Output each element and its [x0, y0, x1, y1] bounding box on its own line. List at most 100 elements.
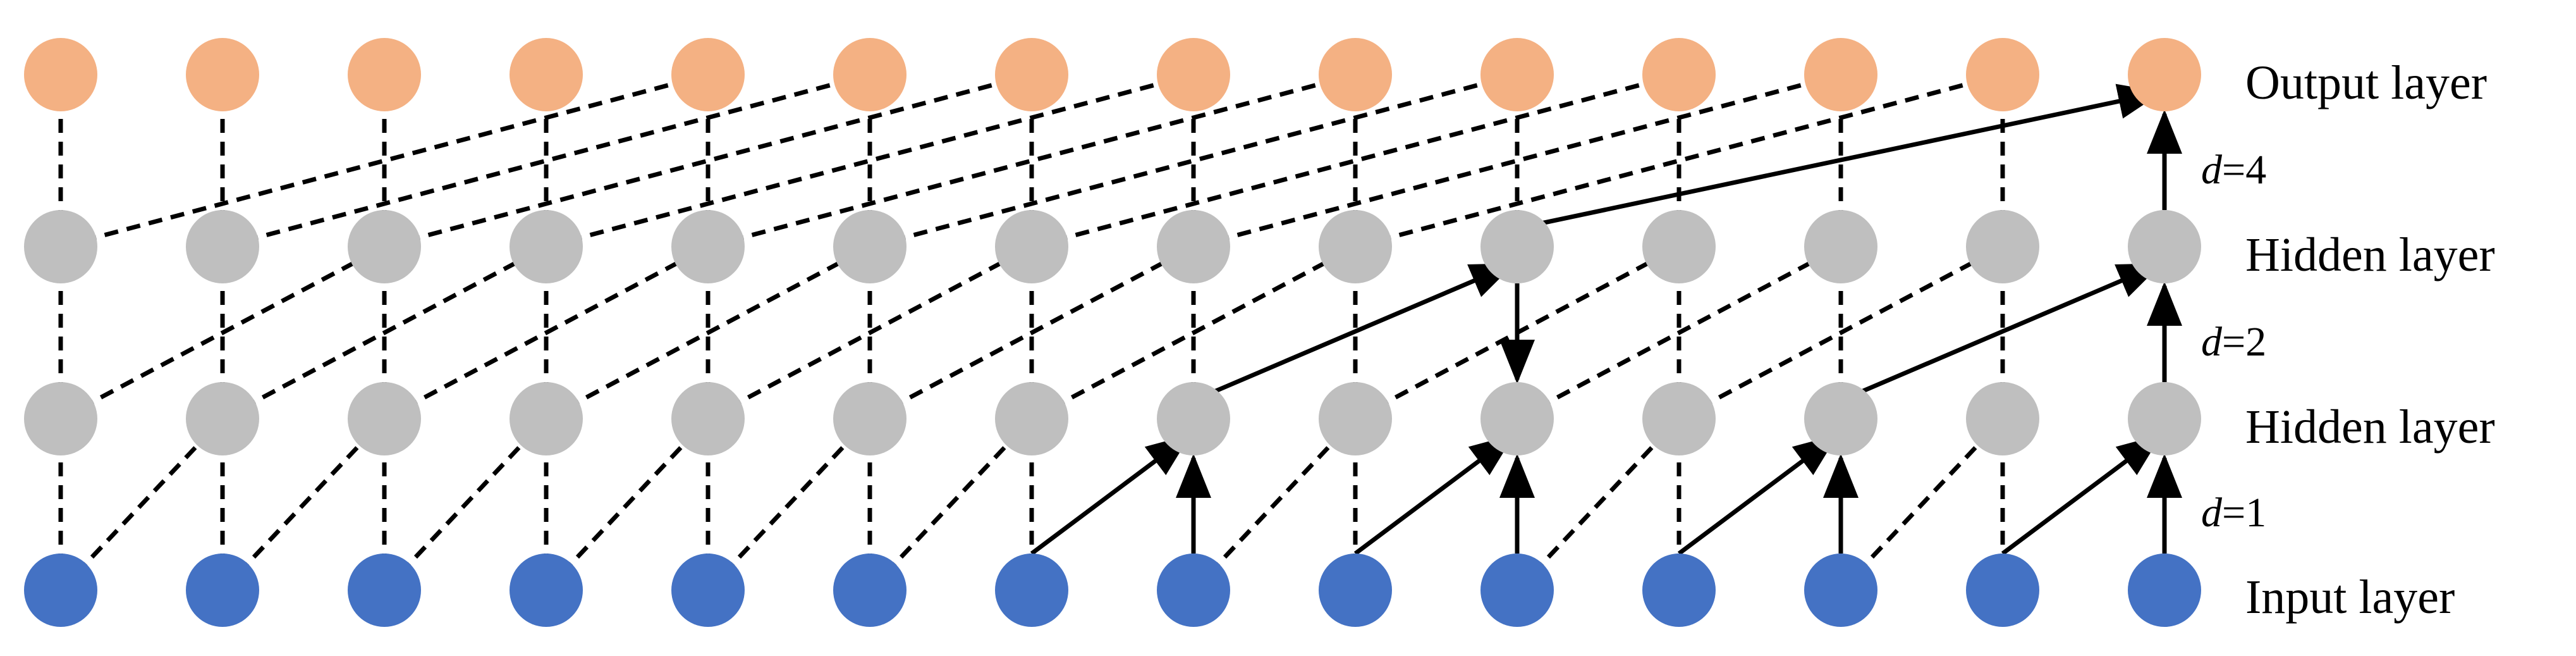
- output-node: [1480, 38, 1554, 111]
- hidden2-node: [510, 210, 583, 283]
- connection-line-diagonal: [544, 417, 710, 592]
- connection-line-diagonal: [60, 72, 709, 249]
- connection-arrow-diagonal: [1677, 434, 1838, 555]
- hidden2-node: [833, 210, 906, 283]
- hidden2-node: [1480, 210, 1554, 283]
- output-node: [510, 38, 583, 111]
- hidden1-node: [1480, 382, 1554, 455]
- hidden1-node: [348, 382, 421, 455]
- hidden2-node: [24, 210, 97, 283]
- hidden-layer-1-label: Hidden layer: [2245, 400, 2495, 454]
- input-node: [1642, 554, 1716, 627]
- dilation-label-1: d=1: [2201, 490, 2266, 536]
- connection-line-diagonal: [868, 417, 1034, 592]
- connection-line-diagonal: [221, 244, 547, 421]
- connection-line-diagonal: [1193, 72, 1841, 249]
- connection-line-diagonal: [869, 244, 1195, 421]
- hidden-layer-2-label: Hidden layer: [2245, 228, 2495, 282]
- connection-line-diagonal: [1031, 72, 1680, 249]
- hidden1-node: [1319, 382, 1392, 455]
- output-node: [1319, 38, 1392, 111]
- hidden1-node: [1642, 382, 1716, 455]
- connection-line-diagonal: [59, 417, 224, 592]
- connection-line-diagonal: [1515, 417, 1681, 592]
- input-node: [995, 554, 1068, 627]
- output-node: [1966, 38, 2039, 111]
- connection-line-diagonal: [59, 244, 386, 421]
- hidden1-node: [671, 382, 745, 455]
- connection-line-diagonal: [706, 417, 872, 592]
- input-node: [2128, 554, 2201, 627]
- input-node: [833, 554, 906, 627]
- hidden1-node: [2128, 382, 2201, 455]
- connection-line-diagonal: [707, 244, 1033, 421]
- neuron-nodes: [24, 38, 2201, 627]
- input-node: [510, 554, 583, 627]
- connection-line-diagonal: [1355, 72, 2003, 249]
- hidden1-node: [510, 382, 583, 455]
- connection-arrow-diagonal: [1517, 84, 2163, 231]
- connection-line-diagonal: [1030, 244, 1357, 421]
- connection-lines: [58, 72, 2182, 592]
- input-node: [348, 554, 421, 627]
- hidden1-node: [1157, 382, 1230, 455]
- output-node: [24, 38, 97, 111]
- hidden1-node: [186, 382, 259, 455]
- output-node: [2128, 38, 2201, 111]
- input-node: [186, 554, 259, 627]
- hidden2-node: [671, 210, 745, 283]
- connection-arrow-diagonal: [1353, 434, 1515, 555]
- input-node: [1804, 554, 1877, 627]
- dilation-var: d: [2201, 319, 2223, 365]
- dilation-value: =4: [2222, 147, 2266, 193]
- hidden2-node: [1966, 210, 2039, 283]
- dilation-value: =1: [2222, 490, 2266, 536]
- input-node: [1966, 554, 2039, 627]
- output-node: [1804, 38, 1877, 111]
- input-node: [24, 554, 97, 627]
- layer-labels: Output layer Hidden layer Hidden layer I…: [2245, 56, 2495, 624]
- dilation-label-4: d=4: [2201, 147, 2266, 193]
- connection-line-diagonal: [221, 417, 386, 592]
- hidden2-node: [1319, 210, 1392, 283]
- output-node: [1157, 38, 1230, 111]
- connection-line-diagonal: [707, 72, 1356, 249]
- dilation-label-2: d=2: [2201, 319, 2266, 365]
- dilation-var: d: [2201, 490, 2223, 536]
- connection-line-diagonal: [869, 72, 1518, 249]
- hidden2-node: [2128, 210, 2201, 283]
- connection-arrow-diagonal: [1840, 263, 2163, 403]
- connection-line-diagonal: [382, 417, 548, 592]
- connection-arrow-diagonal: [2001, 434, 2162, 555]
- connection-line-diagonal: [383, 244, 709, 421]
- output-node: [186, 38, 259, 111]
- hidden2-node: [348, 210, 421, 283]
- input-node: [1480, 554, 1554, 627]
- hidden1-node: [1966, 382, 2039, 455]
- hidden2-node: [1157, 210, 1230, 283]
- input-node: [1157, 554, 1230, 627]
- hidden2-node: [995, 210, 1068, 283]
- hidden1-node: [1804, 382, 1877, 455]
- output-node: [995, 38, 1068, 111]
- connection-line-diagonal: [546, 72, 1194, 249]
- dilation-var: d: [2201, 147, 2223, 193]
- hidden1-node: [833, 382, 906, 455]
- dilation-labels: d=4 d=2 d=1: [2201, 147, 2266, 536]
- connection-arrow-diagonal: [1030, 434, 1191, 555]
- hidden1-node: [24, 382, 97, 455]
- output-layer-label: Output layer: [2245, 56, 2487, 109]
- dilation-value: =2: [2222, 319, 2266, 365]
- output-node: [1642, 38, 1716, 111]
- connection-line-diagonal: [222, 72, 870, 249]
- output-node: [671, 38, 745, 111]
- hidden2-node: [1642, 210, 1716, 283]
- hidden1-node: [995, 382, 1068, 455]
- connection-line-diagonal: [384, 72, 1032, 249]
- connection-line-diagonal: [1516, 244, 1842, 421]
- connection-line-diagonal: [545, 244, 871, 421]
- connection-line-diagonal: [1839, 417, 2005, 592]
- connection-arrow-diagonal: [1192, 263, 1515, 403]
- hidden2-node: [1804, 210, 1877, 283]
